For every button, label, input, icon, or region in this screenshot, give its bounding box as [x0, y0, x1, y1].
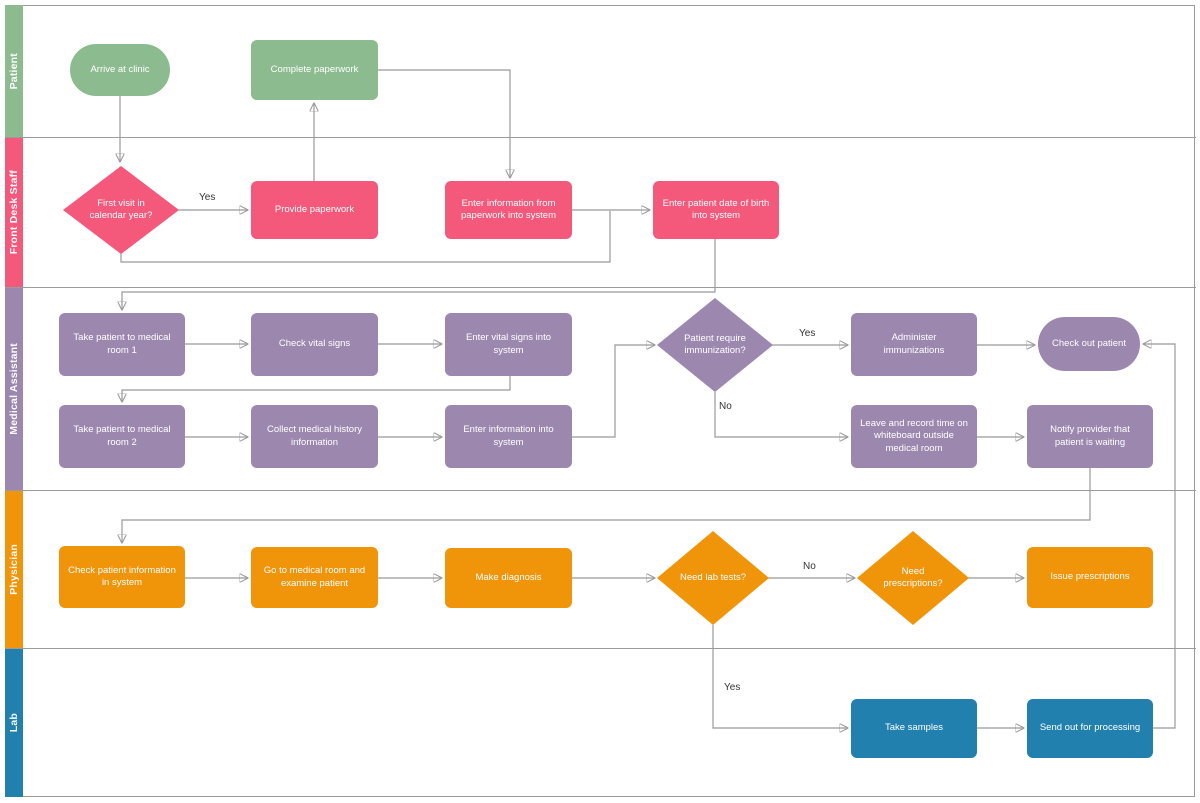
edge-label-immunization-no: No: [719, 401, 732, 412]
node-check-patient-information: Check patient information in system: [59, 546, 185, 608]
node-notify-provider: Notify provider that patient is waiting: [1027, 405, 1153, 468]
node-leave-and-record-time: Leave and record time on whiteboard outs…: [851, 405, 977, 468]
node-take-patient-room-1: Take patient to medical room 1: [59, 313, 185, 376]
node-complete-paperwork: Complete paperwork: [251, 40, 378, 100]
edge-label-first-visit-yes: Yes: [199, 192, 216, 203]
lane-divider: [5, 287, 1196, 288]
node-enter-information-from-paperwork: Enter information from paperwork into sy…: [445, 181, 572, 239]
node-check-out-patient: Check out patient: [1038, 317, 1140, 371]
node-enter-vital-signs: Enter vital signs into system: [445, 313, 572, 376]
edge-label-lab-tests-no: No: [803, 561, 816, 572]
node-make-diagnosis: Make diagnosis: [445, 548, 572, 608]
lane-label: Front Desk Staff: [8, 170, 20, 255]
lane-divider: [5, 137, 1196, 138]
node-enter-information-into-system: Enter information into system: [445, 405, 572, 468]
node-administer-immunizations: Administer immunizations: [851, 313, 977, 376]
lane-header-lab: Lab: [5, 649, 23, 797]
diagram-border: [5, 5, 1195, 797]
lane-header-front-desk-staff: Front Desk Staff: [5, 138, 23, 287]
node-take-samples: Take samples: [851, 699, 977, 758]
edge-label-immunization-yes: Yes: [799, 328, 816, 339]
lane-divider: [5, 648, 1196, 649]
lane-header-patient: Patient: [5, 5, 23, 137]
lane-label: Patient: [8, 52, 20, 90]
node-go-to-medical-room: Go to medical room and examine patient: [251, 547, 378, 608]
lane-label: Physician: [8, 544, 20, 595]
node-send-out-for-processing: Send out for processing: [1027, 699, 1153, 758]
lane-divider: [5, 490, 1196, 491]
node-take-patient-room-2: Take patient to medical room 2: [59, 405, 185, 468]
node-provide-paperwork: Provide paperwork: [251, 181, 378, 239]
node-check-vital-signs: Check vital signs: [251, 313, 378, 376]
node-collect-medical-history: Collect medical history information: [251, 405, 378, 468]
node-arrive-at-clinic: Arrive at clinic: [70, 44, 170, 96]
node-issue-prescriptions: Issue prescriptions: [1027, 547, 1153, 608]
node-enter-patient-dob: Enter patient date of birth into system: [653, 181, 779, 239]
edge-label-lab-tests-yes: Yes: [724, 682, 741, 693]
lane-header-medical-assistant: Medical Assistant: [5, 288, 23, 490]
lane-label: Lab: [8, 713, 20, 733]
lane-label: Medical Assistant: [8, 343, 20, 435]
lane-header-physician: Physician: [5, 491, 23, 648]
